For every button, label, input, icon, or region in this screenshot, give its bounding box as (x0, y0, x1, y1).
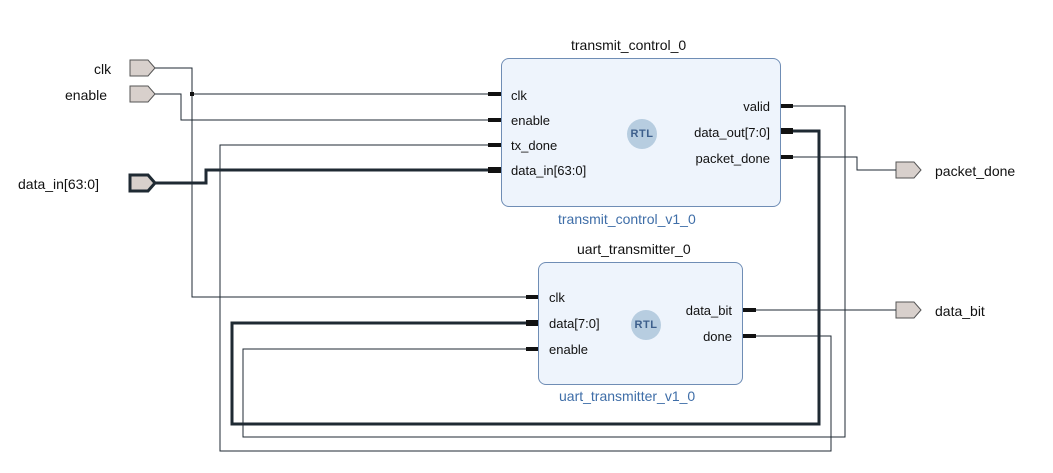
ut-out-done: done (703, 329, 732, 344)
wire-packet-done[interactable] (793, 156, 896, 171)
tc-out-data-out: data_out[7:0] (694, 125, 770, 140)
port-data-in-label: data_in[63:0] (18, 176, 99, 192)
tc-pin-clk[interactable] (488, 92, 501, 96)
tc-in-tx-done: tx_done (511, 138, 558, 153)
tc-pin-tx-done[interactable] (488, 143, 501, 147)
port-packet-done-label: packet_done (935, 163, 1016, 179)
wire-clk[interactable] (155, 67, 526, 298)
port-data-in-shape[interactable] (128, 173, 157, 193)
tc-out-packet-done: packet_done (695, 151, 770, 166)
ut-block[interactable]: clk data[7:0] enable data_bit done RTL (538, 262, 743, 385)
ut-in-enable: enable (549, 342, 589, 357)
wire-valid[interactable] (242, 105, 846, 438)
tc-in-clk: clk (511, 88, 527, 103)
tc-pin-data-in[interactable] (488, 167, 501, 173)
port-enable-shape[interactable] (129, 85, 156, 103)
tc-in-data-in: data_in[63:0] (511, 163, 587, 178)
tc-pin-data-out[interactable] (780, 128, 793, 134)
tc-pin-enable[interactable] (488, 118, 501, 122)
bus-data-in[interactable] (155, 168, 488, 185)
port-data-bit-label: data_bit (935, 303, 985, 319)
port-clk-shape[interactable] (129, 59, 156, 77)
wire-enable[interactable] (155, 93, 488, 121)
port-enable-label: enable (65, 87, 108, 103)
tc-pin-packet-done[interactable] (780, 155, 793, 159)
tc-subtitle: transmit_control_v1_0 (558, 211, 696, 227)
port-clk-label: clk (94, 61, 112, 77)
bus-data-out[interactable] (230, 129, 821, 426)
port-data-bit-shape[interactable] (895, 301, 922, 319)
ut-pin-clk[interactable] (526, 295, 539, 299)
ut-subtitle: uart_transmitter_v1_0 (559, 388, 696, 404)
ut-pin-data[interactable] (526, 320, 539, 326)
tc-in-enable: enable (511, 113, 551, 128)
ut-rtl-badge: RTL (631, 310, 661, 340)
tc-title: transmit_control_0 (571, 37, 687, 53)
tc-rtl-badge: RTL (627, 119, 657, 149)
tc-out-valid: valid (743, 99, 770, 114)
junction-dot (190, 92, 194, 96)
ut-in-clk: clk (549, 290, 565, 305)
ut-out-data-bit: data_bit (685, 303, 732, 318)
ut-pin-enable[interactable] (526, 347, 539, 351)
ut-pin-data-bit[interactable] (743, 308, 756, 312)
tc-pin-valid[interactable] (780, 104, 793, 108)
ut-pin-done[interactable] (743, 334, 756, 338)
ut-title: uart_transmitter_0 (577, 241, 691, 257)
ut-in-data: data[7:0] (549, 316, 600, 331)
port-packet-done-shape[interactable] (895, 161, 922, 179)
tc-block[interactable]: clk enable tx_done data_in[63:0] valid d… (501, 58, 781, 207)
